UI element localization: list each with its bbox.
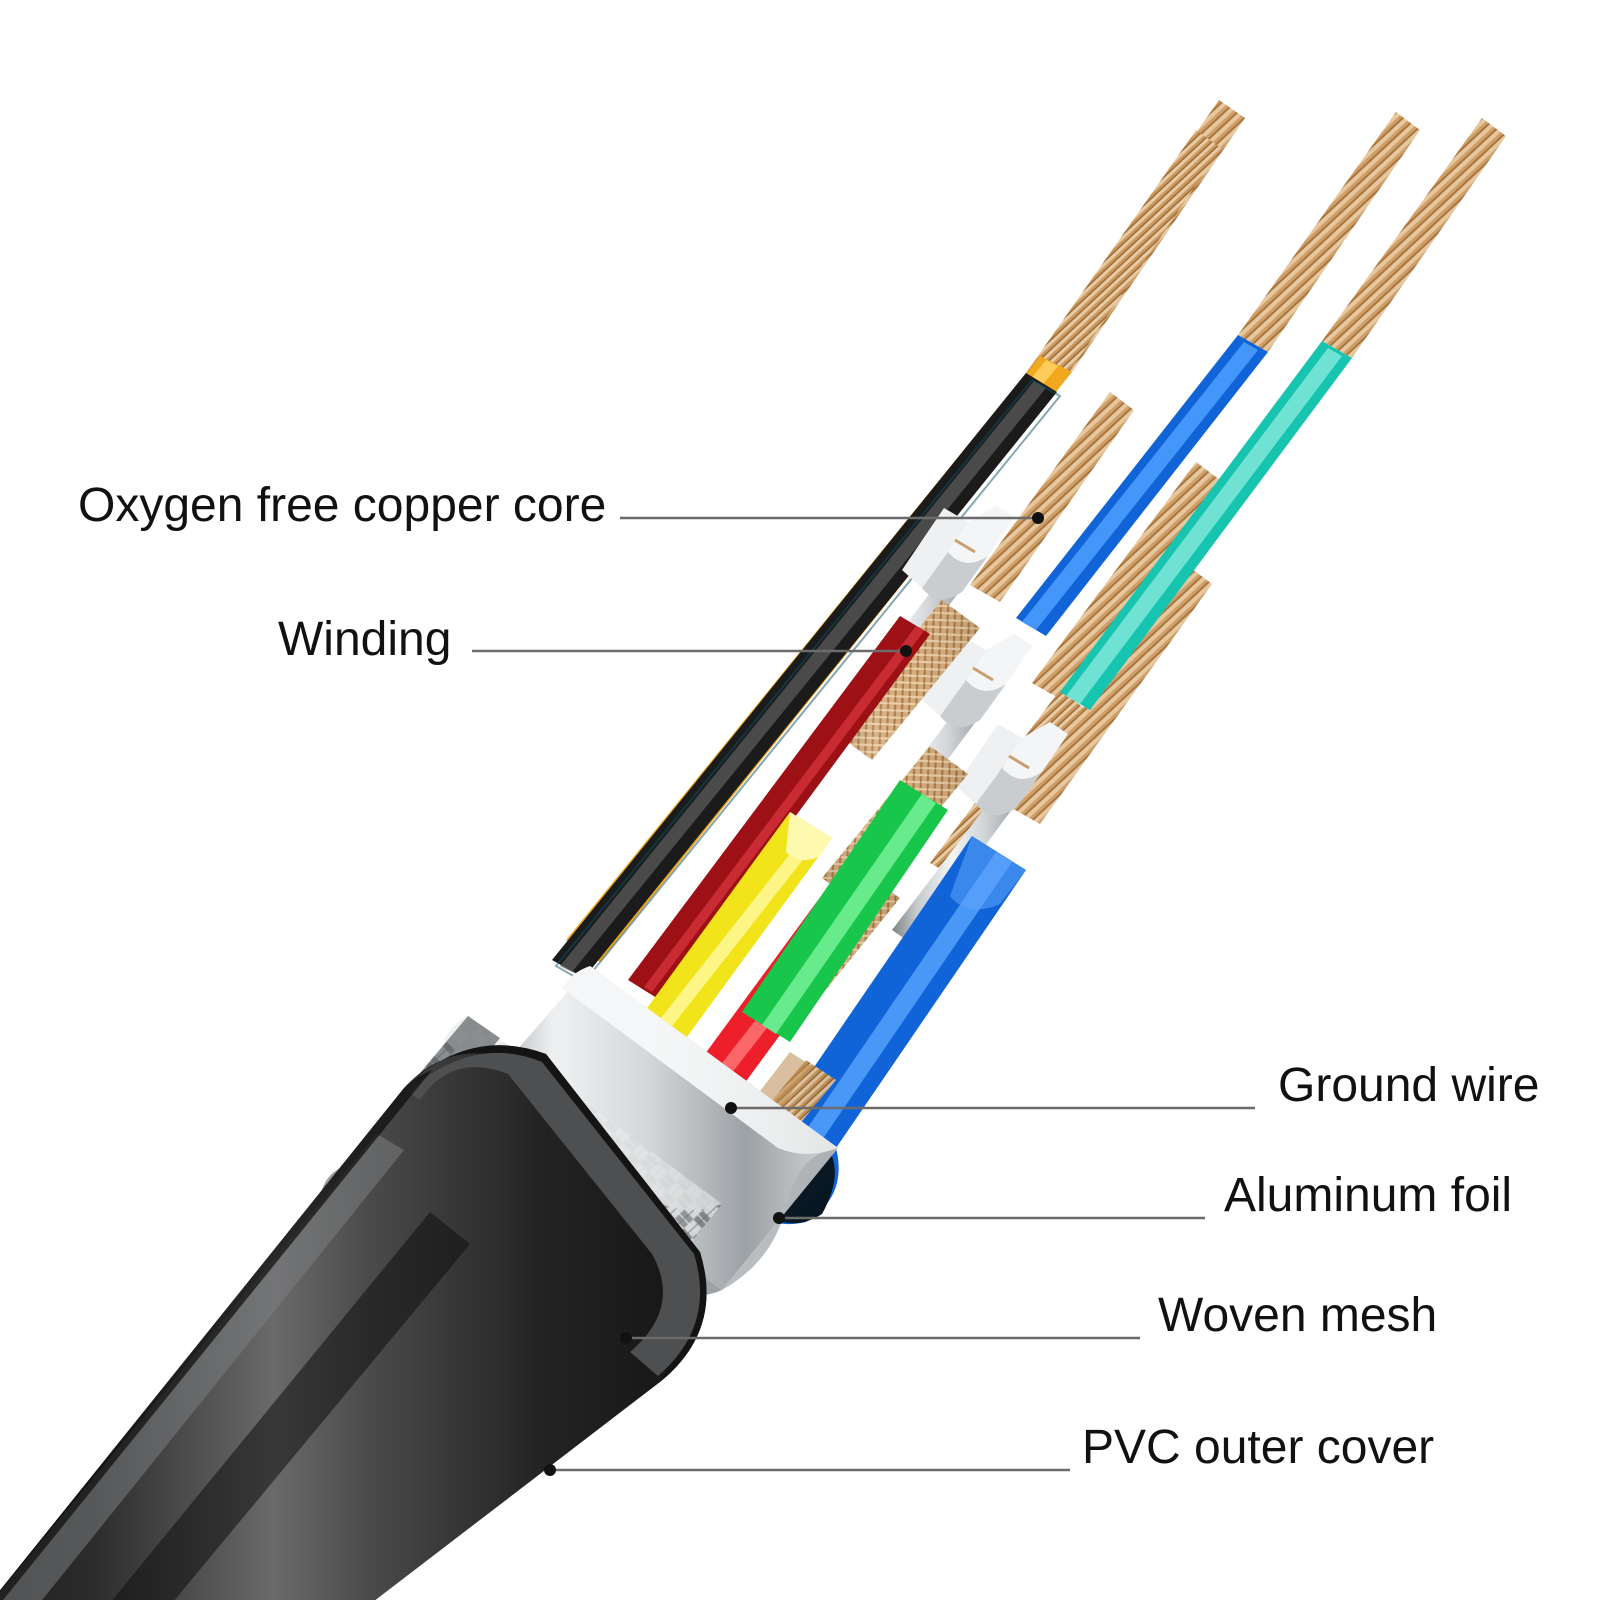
leader-dot-oxygen-free-copper-core <box>1032 512 1044 524</box>
label-oxygen-free-copper-core: Oxygen free copper core <box>78 479 607 532</box>
cable-assembly <box>0 100 1506 1600</box>
stripped-copper-conductors <box>552 100 1506 984</box>
leader-dot-pvc-outer-cover <box>544 1464 556 1476</box>
leader-dot-ground-wire <box>725 1102 737 1114</box>
label-woven-mesh: Woven mesh <box>1158 1289 1438 1342</box>
leader-dot-winding <box>900 645 912 657</box>
label-winding: Winding <box>278 613 452 666</box>
label-pvc-outer-cover: PVC outer cover <box>1082 1421 1435 1474</box>
leader-dot-woven-mesh <box>620 1332 632 1344</box>
label-ground-wire: Ground wire <box>1278 1059 1540 1112</box>
label-aluminum-foil: Aluminum foil <box>1224 1169 1513 1222</box>
leader-dot-aluminum-foil <box>773 1212 785 1224</box>
